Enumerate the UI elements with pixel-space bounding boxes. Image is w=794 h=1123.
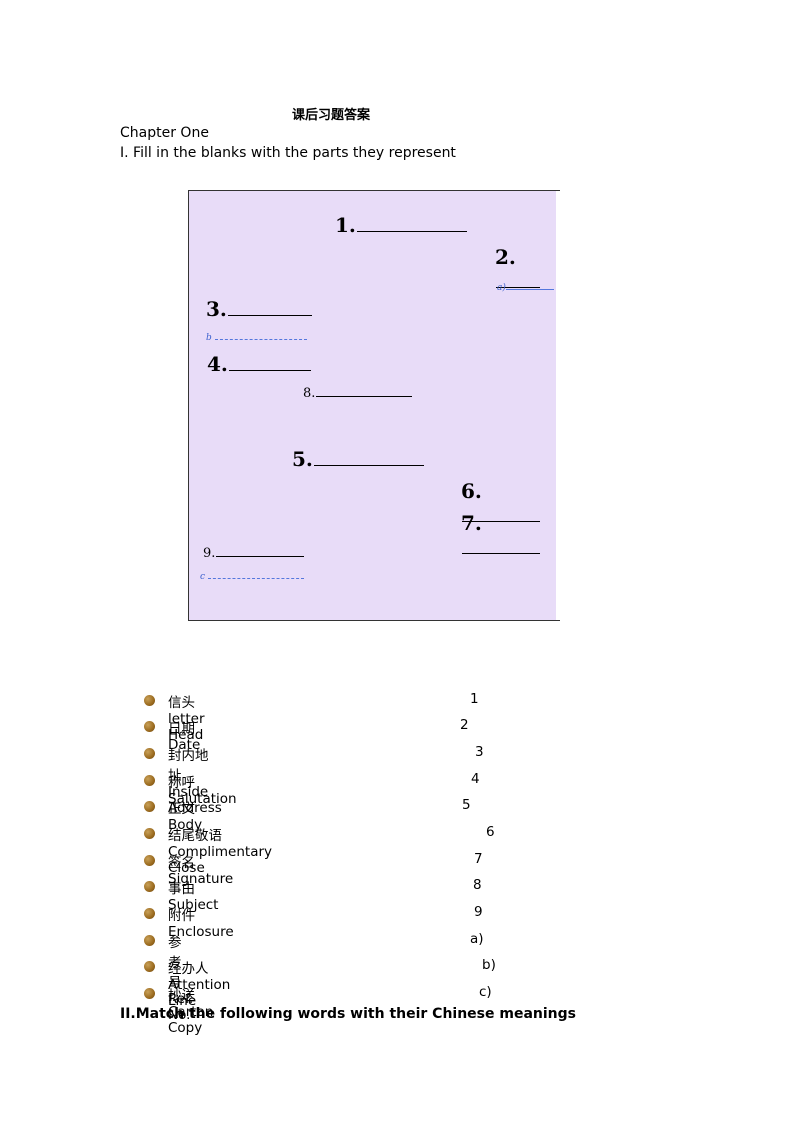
bullet-icon — [144, 775, 155, 786]
blank-4: 4. — [207, 352, 311, 376]
bullet-icon — [144, 855, 155, 866]
blank-6: 6. — [461, 479, 560, 527]
bullet-icon — [144, 961, 155, 972]
item-label: 经办人 Attention Line — [168, 961, 231, 1009]
chapter-heading: Chapter One — [120, 125, 209, 141]
blank-7-number: 7. — [461, 511, 482, 535]
sub-blank-a: a) — [497, 283, 554, 293]
bullet-icon — [144, 881, 155, 892]
sub-blank-c: c — [200, 572, 305, 582]
sub-blank-b: b — [206, 333, 307, 343]
letter-layout-diagram: 1. 2. a) 3. b 4. 8. 5. 6. 7. 9. c — [188, 190, 560, 621]
item-label: 称呼 Salutation — [168, 775, 237, 807]
bullet-icon — [144, 695, 155, 706]
item-number: 3 — [475, 744, 484, 760]
blank-1: 1. — [335, 213, 467, 237]
item-label: 结尾敬语 Complimentary Close — [168, 828, 273, 876]
blank-2: 2. — [495, 245, 560, 293]
item-label: 信头 letter Head — [168, 695, 205, 743]
blank-5-number: 5. — [292, 447, 313, 471]
bullet-icon — [144, 935, 155, 946]
sub-blank-b-label: b — [206, 333, 212, 343]
item-number: 6 — [486, 824, 495, 840]
bullet-icon — [144, 828, 155, 839]
blank-8: 8. — [303, 386, 413, 401]
bullet-icon — [144, 908, 155, 919]
item-number: 1 — [470, 691, 479, 707]
sub-blank-c-label: c — [200, 572, 206, 582]
bullet-icon — [144, 801, 155, 812]
item-number: 8 — [473, 877, 482, 893]
blank-9: 9. — [203, 546, 305, 561]
blank-3-number: 3. — [206, 297, 227, 321]
blank-1-number: 1. — [335, 213, 356, 237]
blank-3: 3. — [206, 297, 312, 321]
item-number: b) — [482, 957, 496, 973]
document-title: 课后习题答案 — [292, 108, 371, 123]
blank-5: 5. — [292, 447, 424, 471]
bullet-icon — [144, 721, 155, 732]
item-label: 附件 Enclosure — [168, 908, 234, 940]
item-number: 9 — [474, 904, 483, 920]
bullet-icon — [144, 988, 155, 999]
blank-9-number: 9. — [203, 546, 216, 561]
item-number: 2 — [460, 717, 469, 733]
item-number: 7 — [474, 851, 483, 867]
section-one-heading: I. Fill in the blanks with the parts the… — [120, 145, 456, 161]
blank-2-number: 2. — [495, 245, 516, 269]
section-two-heading: II.Match the following words with their … — [120, 1006, 576, 1022]
diagram-background — [189, 191, 556, 620]
item-label: 正文 Body — [168, 801, 203, 833]
item-number: 4 — [471, 771, 480, 787]
item-label: 事由 Subject — [168, 881, 219, 913]
blank-7: 7. — [461, 511, 560, 559]
item-number: 5 — [462, 797, 471, 813]
blank-8-number: 8. — [303, 386, 316, 401]
item-label: 签名 Signature — [168, 855, 234, 887]
item-number: c) — [479, 984, 492, 1000]
bullet-icon — [144, 748, 155, 759]
blank-4-number: 4. — [207, 352, 228, 376]
item-label: 日期 Date — [168, 721, 201, 753]
item-number: a) — [470, 931, 484, 947]
item-label: 抄送 Carton Copy — [168, 988, 214, 1036]
item-label: 封内地址 Inside Address — [168, 748, 222, 816]
sub-blank-a-label: a) — [497, 283, 506, 293]
item-label: 参考号 Ref. No. — [168, 935, 194, 1023]
blank-6-number: 6. — [461, 479, 482, 503]
